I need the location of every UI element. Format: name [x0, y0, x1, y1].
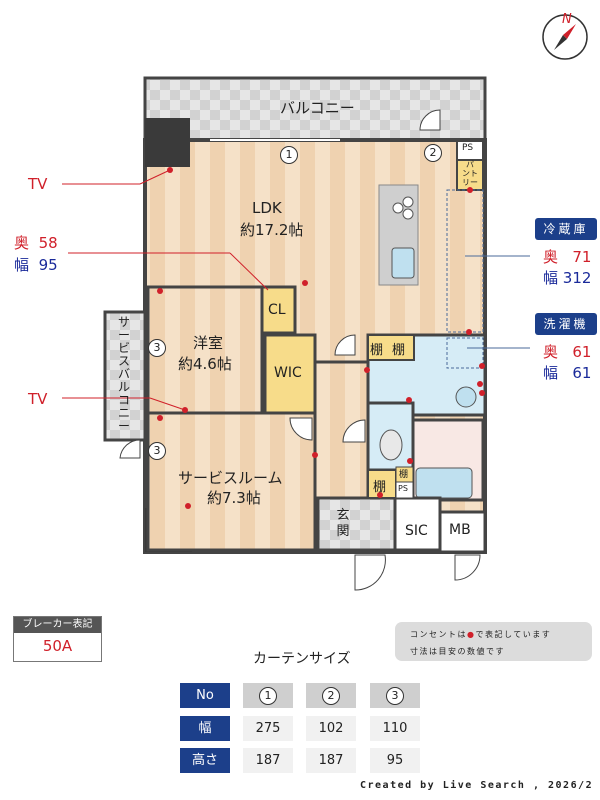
- wic-label: WIC: [274, 365, 302, 381]
- cl-width-value: 95: [38, 256, 58, 274]
- fridge-width-label: 幅: [543, 269, 559, 287]
- breaker-box: ブレーカー表記 50A: [13, 616, 102, 662]
- curtain-marker-2: 2: [424, 144, 442, 162]
- curtain-width-1: 275: [243, 716, 293, 741]
- service-room-size: 約7.3帖: [207, 489, 261, 507]
- shelf-label: 棚: [373, 480, 387, 495]
- curtain-height-3: 95: [370, 748, 420, 773]
- cl-depth-value: 58: [38, 234, 58, 252]
- curtain-no-1: 1: [259, 687, 277, 705]
- fridge-width-value: 312: [562, 269, 592, 287]
- note-text-2: 寸法は目安の数値です: [410, 647, 505, 656]
- note-text: コンセントは: [410, 630, 467, 639]
- compass-north: N: [562, 12, 572, 27]
- floor-plan-drawing: [62, 76, 530, 591]
- western-room-label: 洋室: [193, 334, 224, 352]
- washer-depth-value: 61: [572, 343, 592, 361]
- curtain-marker-3b: 3: [148, 442, 166, 460]
- header-height: 高さ: [180, 748, 230, 773]
- tv-label: TV: [28, 175, 48, 193]
- breaker-title: ブレーカー表記: [14, 617, 101, 633]
- credit-text: Created by Live Search , 2026/2: [360, 780, 594, 791]
- notes-box: コンセントは●で表記しています 寸法は目安の数値です: [395, 622, 592, 661]
- shelf-label: 棚: [370, 343, 384, 358]
- curtain-height-2: 187: [306, 748, 356, 773]
- fridge-depth-value: 71: [572, 248, 592, 266]
- washer-badge: 洗濯機: [535, 313, 597, 335]
- cl-width-label: 幅: [14, 256, 30, 274]
- washer-width-label: 幅: [543, 364, 559, 382]
- curtain-table-title: カーテンサイズ: [253, 651, 351, 667]
- curtain-width-3: 110: [370, 716, 420, 741]
- header-width: 幅: [180, 716, 230, 741]
- curtain-width-2: 102: [306, 716, 356, 741]
- mb-label: MB: [449, 522, 471, 538]
- ldk-size: 約17.2帖: [240, 221, 304, 239]
- balcony-label: バルコニー: [280, 99, 355, 117]
- fridge-badge: 冷蔵庫: [535, 218, 597, 240]
- entrance-label: 玄関: [336, 508, 350, 539]
- ldk-label: LDK: [252, 199, 282, 217]
- curtain-no-3: 3: [386, 687, 404, 705]
- cl-depth-label: 奥: [14, 234, 30, 252]
- note-text: で表記しています: [475, 630, 552, 639]
- ps-label: PS: [462, 143, 474, 153]
- closet-label: CL: [268, 302, 286, 318]
- fridge-depth-label: 奥: [543, 248, 559, 266]
- curtain-marker-1: 1: [280, 146, 298, 164]
- washer-depth-label: 奥: [543, 343, 559, 361]
- outlet-icon: ●: [467, 630, 476, 639]
- compass-icon: [542, 14, 588, 60]
- breaker-value: 50A: [42, 637, 73, 655]
- shelf-label: 棚: [392, 343, 406, 358]
- curtain-marker-3: 3: [148, 339, 166, 357]
- pantry-label: パントリー: [462, 160, 478, 187]
- sic-label: SIC: [405, 523, 428, 539]
- shelf-label: 棚: [399, 470, 409, 480]
- service-balcony-label: サービスバルコニー: [117, 315, 130, 433]
- curtain-height-1: 187: [243, 748, 293, 773]
- service-room-label: サービスルーム: [178, 469, 283, 487]
- ps-label-2: PS: [398, 484, 408, 493]
- header-no: No: [180, 683, 230, 708]
- washer-width-value: 61: [572, 364, 592, 382]
- tv-label-2: TV: [28, 390, 48, 408]
- western-room-size: 約4.6帖: [178, 355, 232, 373]
- curtain-no-2: 2: [322, 687, 340, 705]
